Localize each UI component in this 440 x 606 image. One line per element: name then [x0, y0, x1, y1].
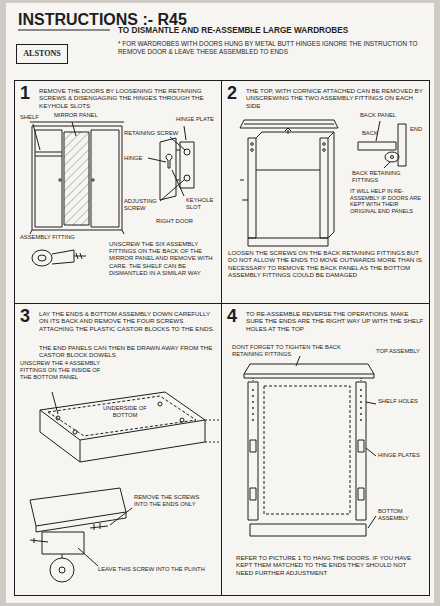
- part-label: SHELF HOLES: [378, 398, 426, 405]
- step-panel: 1REMOVE THE DOORS BY LOOSENING THE RETAI…: [14, 80, 222, 304]
- step-number: 4: [227, 307, 243, 325]
- part-label: KEYHOLE SLOT: [186, 197, 220, 211]
- step-number: 3: [20, 307, 36, 325]
- instruction-text: UNSCREW THE SIX ASSEMBLY FITTINGS ON THE…: [109, 241, 219, 277]
- subtitle: TO DISMANTLE AND RE-ASSEMBLE LARGE WARDR…: [118, 26, 428, 36]
- assembly-fitting: [32, 250, 86, 266]
- part-label: SHELF: [20, 114, 50, 121]
- part-label: BACK RETAINING FITTINGS: [352, 170, 424, 184]
- back-retaining-fitting: [358, 121, 406, 168]
- instruction-text: LAY THE ENDS & BOTTOM ASSEMBLY DOWN CARE…: [39, 310, 217, 332]
- paper: [6, 3, 434, 603]
- hinge-detail: [33, 122, 194, 201]
- ends-bottom-assembly: [40, 392, 222, 462]
- part-label: BACK PANEL: [360, 112, 420, 119]
- instruction-text: TO RE-ASSEMBLE REVERSE THE OPERATIONS. M…: [246, 310, 424, 332]
- part-label: END: [410, 126, 428, 133]
- part-label: HINGE: [124, 155, 150, 162]
- instruction-text: REFER TO PICTURE 1 TO HANG THE DOORS. IF…: [236, 554, 424, 576]
- shelf-holes: [252, 389, 362, 421]
- part-label: REMOVE THE SCREWS INTO THE ENDS ONLY: [134, 494, 210, 508]
- part-label: IT WILL HELP IN RE-ASSEMBLY IF DOORS ARE…: [350, 188, 426, 215]
- part-label: TOP ASSEMBLY: [376, 348, 426, 355]
- instruction-text: REMOVE THE DOORS BY LOOSENING THE RETAIN…: [39, 87, 217, 109]
- brand-name: ALSTONS: [17, 45, 67, 63]
- part-label: RETAINING SCREW: [124, 130, 184, 137]
- part-label: UNDERSIDE OF BOTTOM: [100, 405, 150, 419]
- part-label: RIGHT DOOR: [156, 218, 216, 225]
- part-label: BACK: [362, 130, 388, 137]
- note-text: * FOR WARDROBES WITH DOORS HUNG BY METAL…: [118, 40, 426, 55]
- carcass-top-removal: [240, 120, 338, 246]
- part-label: HINGE PLATE: [176, 116, 220, 123]
- exploded-wardrobe: [244, 356, 376, 536]
- instruction-text: LOOSEN THE SCREWS ON THE BACK RETAINING …: [228, 249, 424, 279]
- part-label: BOTTOM ASSEMBLY: [378, 508, 424, 522]
- step-number: 2: [227, 84, 243, 102]
- part-label: UNSCREW THE 4 ASSEMBLY FITTINGS ON THE I…: [20, 360, 110, 381]
- wardrobe-front: [30, 122, 124, 234]
- instruction-text: THE TOP, WITH CORNICE ATTACHED CAN BE RE…: [246, 87, 424, 109]
- part-label: HINGE PLATES: [378, 452, 426, 459]
- logo-box: ALSTONS: [16, 44, 68, 64]
- part-label: MIRROR PANEL: [54, 112, 114, 119]
- part-label: DONT FORGET TO TIGHTEN THE BACK RETAININ…: [232, 344, 358, 358]
- instruction-text: THE END PANELS CAN THEN BE DRAWN AWAY FR…: [39, 344, 217, 359]
- part-label: LEAVE THIS SCREW INTO THE PLINTH: [98, 566, 208, 573]
- step-panel: 3LAY THE ENDS & BOTTOM ASSEMBLY DOWN CAR…: [14, 303, 222, 596]
- step-number: 1: [20, 84, 36, 102]
- part-label: ADJUSTING SCREW: [124, 198, 160, 212]
- part-label: ASSEMBLY FITTING: [20, 234, 100, 241]
